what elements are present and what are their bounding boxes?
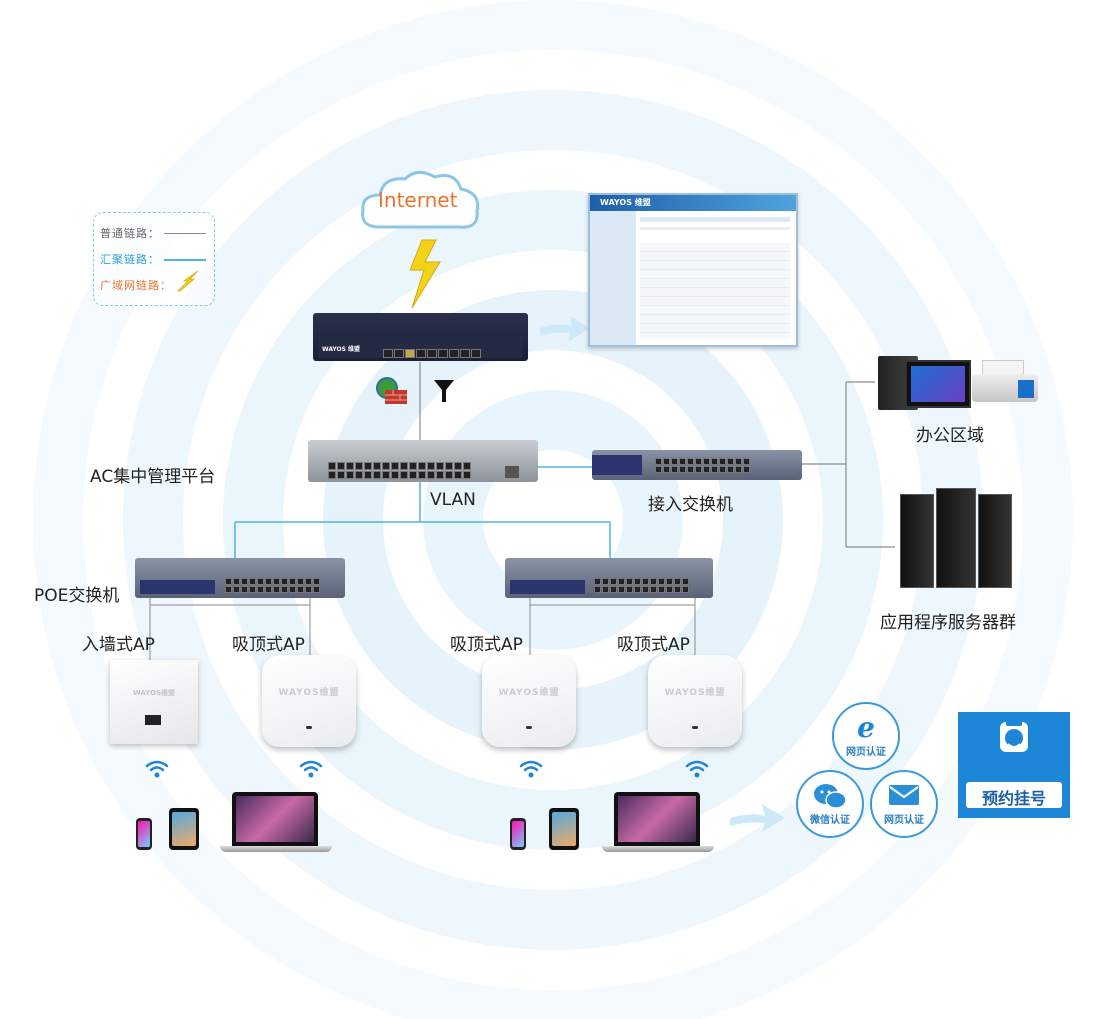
filter-funnel-icon	[434, 380, 454, 402]
access-switch-label-panel	[592, 455, 642, 475]
management-screen: WAYOS 维盟	[588, 193, 798, 347]
web-auth-2: 网页认证	[870, 770, 938, 838]
legend-aggregate-line	[164, 259, 206, 261]
ceiling-ap-1-label: 吸顶式AP	[232, 635, 305, 655]
ceiling-ap-2-brand: WAYOS维盟	[498, 688, 560, 698]
svg-text:e: e	[857, 712, 875, 742]
wall-ap-device: WAYOS维盟	[110, 660, 198, 744]
wall-ap-port	[145, 715, 161, 725]
ceiling-ap-3-device: WAYOS维盟	[648, 655, 742, 747]
ac-platform-label: AC集中管理平台	[90, 467, 216, 487]
core-switch-console	[505, 466, 519, 478]
mgmt-logo: WAYOS 维盟	[600, 198, 651, 207]
legend-wan: 广域网链路：	[100, 277, 172, 293]
poe-switch-label: POE交换机	[34, 586, 120, 606]
gateway-brand: WAYOS 维盟	[322, 346, 361, 353]
access-switch-ports	[655, 458, 750, 473]
phone	[136, 818, 152, 850]
mgmt-table	[640, 243, 790, 339]
ceiling-ap-2-label: 吸顶式AP	[450, 635, 523, 655]
wechat-auth-label: 微信认证	[810, 815, 850, 826]
wall-ap-brand: WAYOS维盟	[133, 689, 175, 697]
laptop	[614, 792, 700, 846]
legend-wan-label: 广域网链路：	[100, 279, 172, 292]
laptop	[232, 792, 318, 846]
wifi-signal-icon	[299, 760, 323, 778]
web-auth-2-label: 网页认证	[884, 815, 924, 826]
internet-cloud	[361, 171, 480, 229]
printer	[972, 360, 1038, 412]
poe-left-panel	[140, 580, 215, 594]
mgmt-sidebar	[590, 211, 636, 345]
web-auth-1: e 网页认证	[832, 702, 900, 770]
poe-left-ports	[225, 578, 320, 593]
ie-browser-icon: e	[857, 712, 875, 742]
ceiling-ap-1-brand: WAYOS维盟	[278, 688, 340, 698]
booking-plate	[966, 782, 1062, 808]
ceiling-ap-3-brand: WAYOS维盟	[664, 688, 726, 698]
doctor-icon	[1000, 720, 1028, 752]
wechat-auth: 微信认证	[796, 770, 864, 838]
app-server-group-label: 应用程序服务器群	[880, 613, 1016, 633]
ceiling-ap-1-device: WAYOS维盟	[262, 655, 356, 747]
wifi-signal-icon	[685, 760, 709, 778]
access-switch-label: 接入交换机	[648, 495, 733, 515]
mail-icon	[889, 785, 919, 805]
arrow-right-icon	[540, 316, 590, 342]
tablet	[549, 808, 579, 850]
server-rack	[900, 488, 1012, 588]
internet-label: Internet	[378, 188, 458, 212]
wifi-signal-icon	[145, 760, 169, 778]
legend-aggregate-label: 汇聚链路：	[100, 253, 160, 266]
office-area-label: 办公区域	[916, 426, 984, 446]
vlan-label: VLAN	[430, 490, 476, 510]
web-auth-1-label: 网页认证	[846, 747, 886, 758]
phone	[510, 818, 526, 850]
arrow-right-icon	[730, 804, 785, 832]
mgmt-header	[590, 195, 796, 211]
laptop-base	[602, 846, 714, 852]
wechat-icon	[814, 784, 847, 809]
ceiling-ap-2-device: WAYOS维盟	[482, 655, 576, 747]
gateway-ports	[383, 349, 481, 358]
core-switch-ports	[328, 462, 471, 479]
tablet	[169, 808, 199, 850]
poe-right-panel	[510, 580, 585, 594]
wifi-signal-icon	[519, 760, 543, 778]
globe-firewall-icon	[376, 377, 407, 404]
legend-normal-label: 普通链路：	[100, 227, 160, 240]
wall-ap-label: 入墙式AP	[82, 635, 155, 655]
lightning-bolt-icon	[177, 270, 199, 292]
legend-normal-line	[164, 233, 206, 234]
laptop-base	[220, 846, 332, 852]
legend-aggregate: 汇聚链路：	[100, 251, 160, 267]
monitor	[905, 360, 971, 408]
booking-label: 预约挂号	[981, 789, 1046, 808]
lightning-bolt-icon	[409, 239, 441, 309]
legend-box: 普通链路： 汇聚链路： 广域网链路：	[93, 212, 215, 306]
ceiling-ap-3-label: 吸顶式AP	[617, 635, 690, 655]
booking-card: 预约挂号	[958, 712, 1070, 818]
poe-right-ports	[594, 578, 689, 593]
legend-normal: 普通链路：	[100, 225, 160, 241]
